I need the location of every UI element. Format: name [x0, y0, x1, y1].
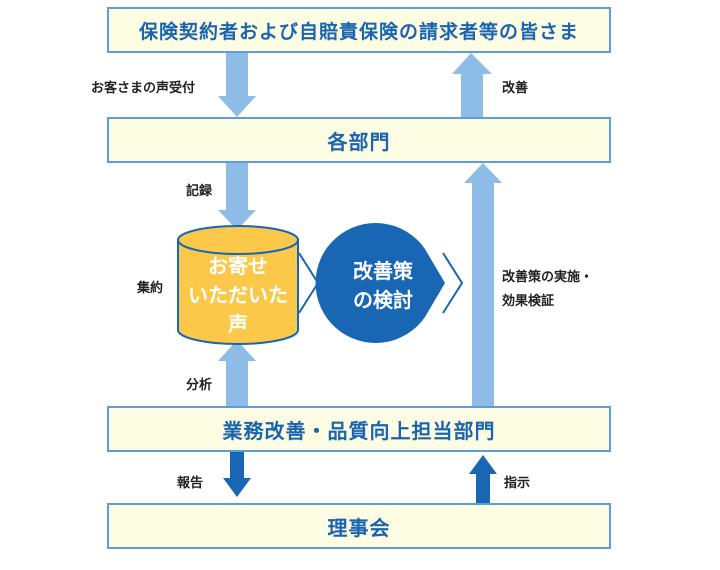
arrow-down-voice-receive	[218, 53, 256, 117]
cylinder-text-line1: お寄せ	[208, 254, 268, 278]
quality-improvement-dept-box: 業務改善・品質向上担当部門	[107, 406, 611, 452]
label-analysis: 分析	[186, 378, 213, 393]
arrow-down-record	[218, 163, 256, 230]
departments-box: 各部門	[107, 117, 611, 163]
chevron-right-icon	[298, 252, 320, 314]
label-instruct: 指示	[504, 476, 531, 491]
circle-text-line1: 改善策	[353, 259, 413, 283]
label-implement-line1: 改善策の実施・	[502, 270, 594, 285]
circle-text-line2: の検討	[353, 288, 413, 312]
circle-text: 改善策 の検討	[323, 257, 443, 315]
cylinder-text-line2: いただいた	[188, 283, 288, 307]
label-aggregate: 集約	[137, 281, 164, 296]
label-implement-line2: 効果検証	[502, 294, 555, 309]
collected-voices-cylinder	[177, 225, 299, 345]
label-voice-receive: お客さまの声受付	[91, 81, 196, 96]
arrow-down-report	[223, 452, 251, 497]
label-report: 報告	[177, 476, 204, 491]
cylinder-text-line3: 声	[228, 312, 248, 336]
chevron-right-icon-2	[442, 252, 464, 314]
label-improve: 改善	[502, 81, 529, 96]
improvement-study-circle	[315, 223, 445, 344]
arrow-up-analysis	[218, 340, 256, 406]
arrow-up-implement	[464, 163, 502, 406]
label-record: 記録	[186, 184, 213, 199]
arrow-up-instruct	[469, 455, 497, 503]
policyholders-box: 保険契約者および自賠責保険の請求者等の皆さま	[107, 7, 611, 53]
cylinder-text: お寄せ いただいた 声	[178, 252, 298, 339]
board-of-directors-box: 理事会	[107, 503, 611, 549]
arrow-up-improve	[452, 53, 492, 117]
